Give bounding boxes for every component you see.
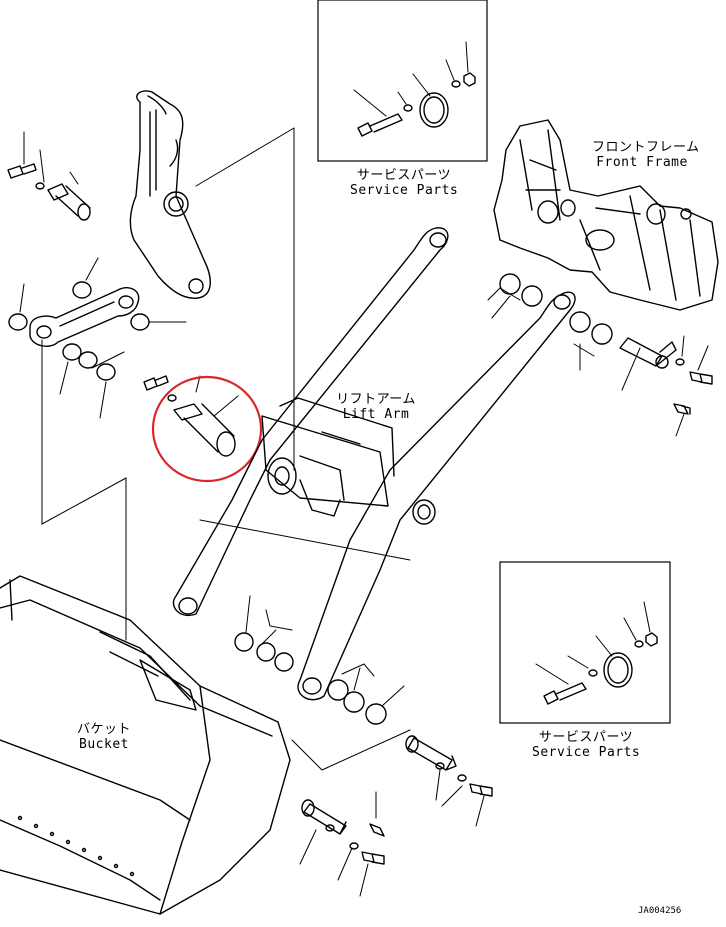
- service-parts-top-en: Service Parts: [350, 183, 459, 198]
- rings-left: [8, 257, 187, 419]
- service-parts-box-bottom: [499, 561, 671, 724]
- bucket-bolt-row: [17, 815, 135, 877]
- bucket-jp: バケット: [76, 722, 131, 737]
- front-frame: [493, 119, 719, 311]
- service-parts-bottom-en: Service Parts: [532, 745, 641, 760]
- lift-arm-label: リフトアーム Lift Arm: [336, 392, 416, 422]
- front-frame-en: Front Frame: [596, 155, 688, 170]
- drawing-code: JA004256: [638, 906, 682, 916]
- bellcrank: [129, 90, 211, 299]
- tilt-link: [29, 286, 140, 347]
- service-parts-box-top: [317, 0, 488, 162]
- lift-arm: [172, 227, 576, 701]
- service-parts-bottom-label: サービスパーツ Service Parts: [532, 730, 640, 760]
- service-parts-bottom-jp: サービスパーツ: [538, 730, 634, 745]
- lift-arm-en: Lift Arm: [342, 407, 410, 422]
- rings-center: [234, 595, 405, 725]
- front-frame-jp: フロントフレーム: [592, 140, 700, 155]
- bucket: [0, 575, 291, 915]
- pin-upper-left: [7, 131, 91, 221]
- bucket-en: Bucket: [79, 737, 129, 752]
- service-parts-top-jp: サービスパーツ: [356, 168, 452, 183]
- highlight-circle: [151, 375, 263, 483]
- rings-front-frame: [487, 273, 713, 437]
- highlighted-pin: [143, 375, 263, 483]
- pins-lower: [299, 735, 493, 897]
- front-frame-label: フロントフレーム Front Frame: [592, 140, 700, 170]
- service-parts-top-label: サービスパーツ Service Parts: [350, 168, 458, 198]
- guide-lines: [41, 127, 411, 771]
- bucket-label: バケット Bucket: [72, 722, 136, 752]
- lift-arm-jp: リフトアーム: [336, 392, 416, 407]
